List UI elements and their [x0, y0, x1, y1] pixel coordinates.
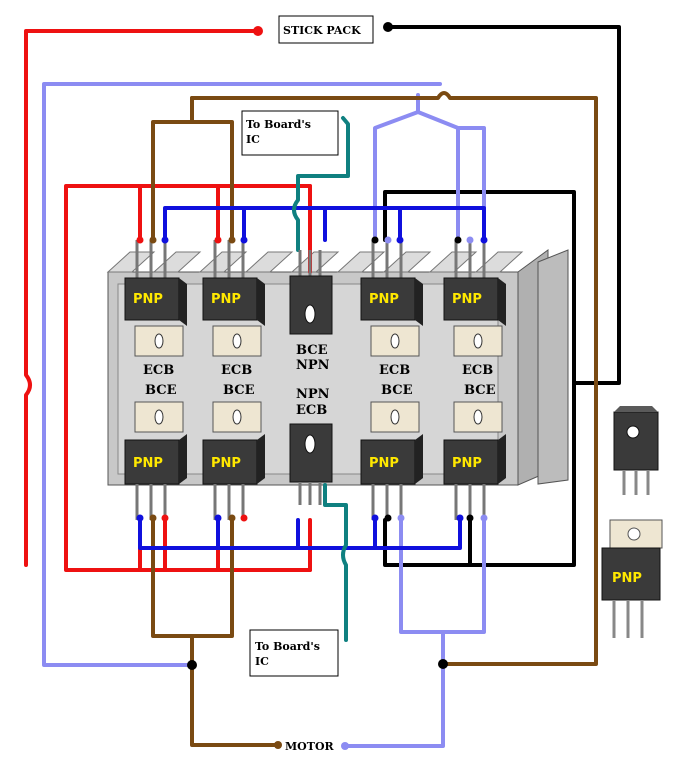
transistor-array: PNPECBPNPECBBCENPNPNPECBPNPECBBCEPNPBCEP… — [124, 240, 506, 520]
teal-wire-top — [292, 116, 350, 252]
pin-dot — [480, 514, 488, 522]
transistor-type-label: NPN — [296, 387, 330, 402]
pin-dot — [228, 236, 236, 244]
pin-dot — [149, 236, 157, 244]
pin-order-label: ECB — [221, 363, 252, 378]
pin-dot — [136, 514, 144, 522]
teal-wire-bottom — [323, 483, 348, 642]
transistor-type-label: PNP — [211, 292, 241, 307]
transistor-type-label: NPN — [296, 358, 330, 373]
lavender-wire-top — [373, 93, 486, 242]
transistor-type-label: PNP — [133, 292, 163, 307]
transistor-top-1: PNP ECB — [202, 240, 265, 378]
pin-dot — [456, 514, 464, 522]
blue-wire-bottom — [138, 518, 462, 550]
brown-wire-bottom — [151, 518, 280, 747]
pin-dot — [466, 236, 474, 244]
transistor-type-label: PNP — [369, 456, 399, 471]
black-wire-outline — [383, 190, 576, 567]
lavender-wire-motor — [343, 662, 445, 748]
pin-dot — [371, 236, 379, 244]
stick-pack-label-box: STICK PACK — [278, 15, 374, 44]
red-wire-main — [24, 29, 260, 567]
pin-dot — [214, 514, 222, 522]
stick-pack-label: STICK PACK — [283, 24, 361, 37]
transistor-type-label: PNP — [452, 456, 482, 471]
pin-dot — [397, 514, 405, 522]
to-board-ic-top-label: To Board's IC — [246, 118, 315, 146]
brown-wire-main — [190, 91, 598, 666]
motor-label: MOTOR — [285, 740, 335, 753]
pin-order-label: ECB — [143, 363, 174, 378]
transistor-top-4: PNP ECB — [443, 240, 506, 378]
blue-wire-top — [163, 206, 486, 242]
to-board-ic-bottom-box: To Board's IC — [249, 629, 339, 677]
pin-order-label: ECB — [296, 403, 327, 418]
transistor-type-label: PNP — [133, 456, 163, 471]
transistor-type-label: PNP — [452, 292, 482, 307]
pin-dot — [214, 236, 222, 244]
pin-dot — [371, 514, 379, 522]
pin-dot — [161, 236, 169, 244]
pin-order-label: BCE — [223, 383, 255, 398]
pin-order-label: BCE — [145, 383, 177, 398]
pin-dot — [396, 236, 404, 244]
transistor-bottom-1: BCE PNP — [202, 383, 265, 520]
wires — [24, 25, 621, 748]
brown-wire-top — [151, 96, 234, 242]
pin-dot — [454, 236, 462, 244]
transistor-top-0: PNP ECB — [124, 240, 187, 378]
legend-npn-transistor — [613, 406, 659, 495]
transistor-bottom-4: BCE PNP — [443, 383, 506, 520]
lavender-wire-bottom — [399, 518, 486, 666]
pin-order-label: BCE — [464, 383, 496, 398]
legend-pnp-label: PNP — [612, 571, 642, 586]
to-board-ic-bottom-label: To Board's IC — [255, 640, 324, 668]
pin-dot — [136, 236, 144, 244]
pin-dot — [384, 236, 392, 244]
transistor-bottom-3: BCE PNP — [360, 383, 423, 520]
legend-pnp-transistor: PNP — [601, 519, 663, 638]
pin-dot — [161, 514, 169, 522]
pin-dot — [240, 514, 248, 522]
transistor-type-label: PNP — [211, 456, 241, 471]
lavender-wire-main — [42, 82, 442, 667]
pin-dot — [466, 514, 474, 522]
pin-dot — [384, 514, 392, 522]
pin-dot — [149, 514, 157, 522]
pin-order-label: BCE — [296, 343, 328, 358]
pin-dot — [240, 236, 248, 244]
junction-dots — [187, 22, 448, 750]
pin-order-label: BCE — [381, 383, 413, 398]
transistor-top-3: PNP ECB — [360, 240, 423, 378]
pin-order-label: ECB — [379, 363, 410, 378]
transistor-type-label: PNP — [369, 292, 399, 307]
pin-order-label: ECB — [462, 363, 493, 378]
pin-dot — [480, 236, 488, 244]
pin-dot — [228, 514, 236, 522]
pin-connection-dots — [136, 236, 488, 522]
to-board-ic-top-box: To Board's IC — [241, 110, 339, 156]
transistor-bottom-0: BCE PNP — [124, 383, 187, 520]
